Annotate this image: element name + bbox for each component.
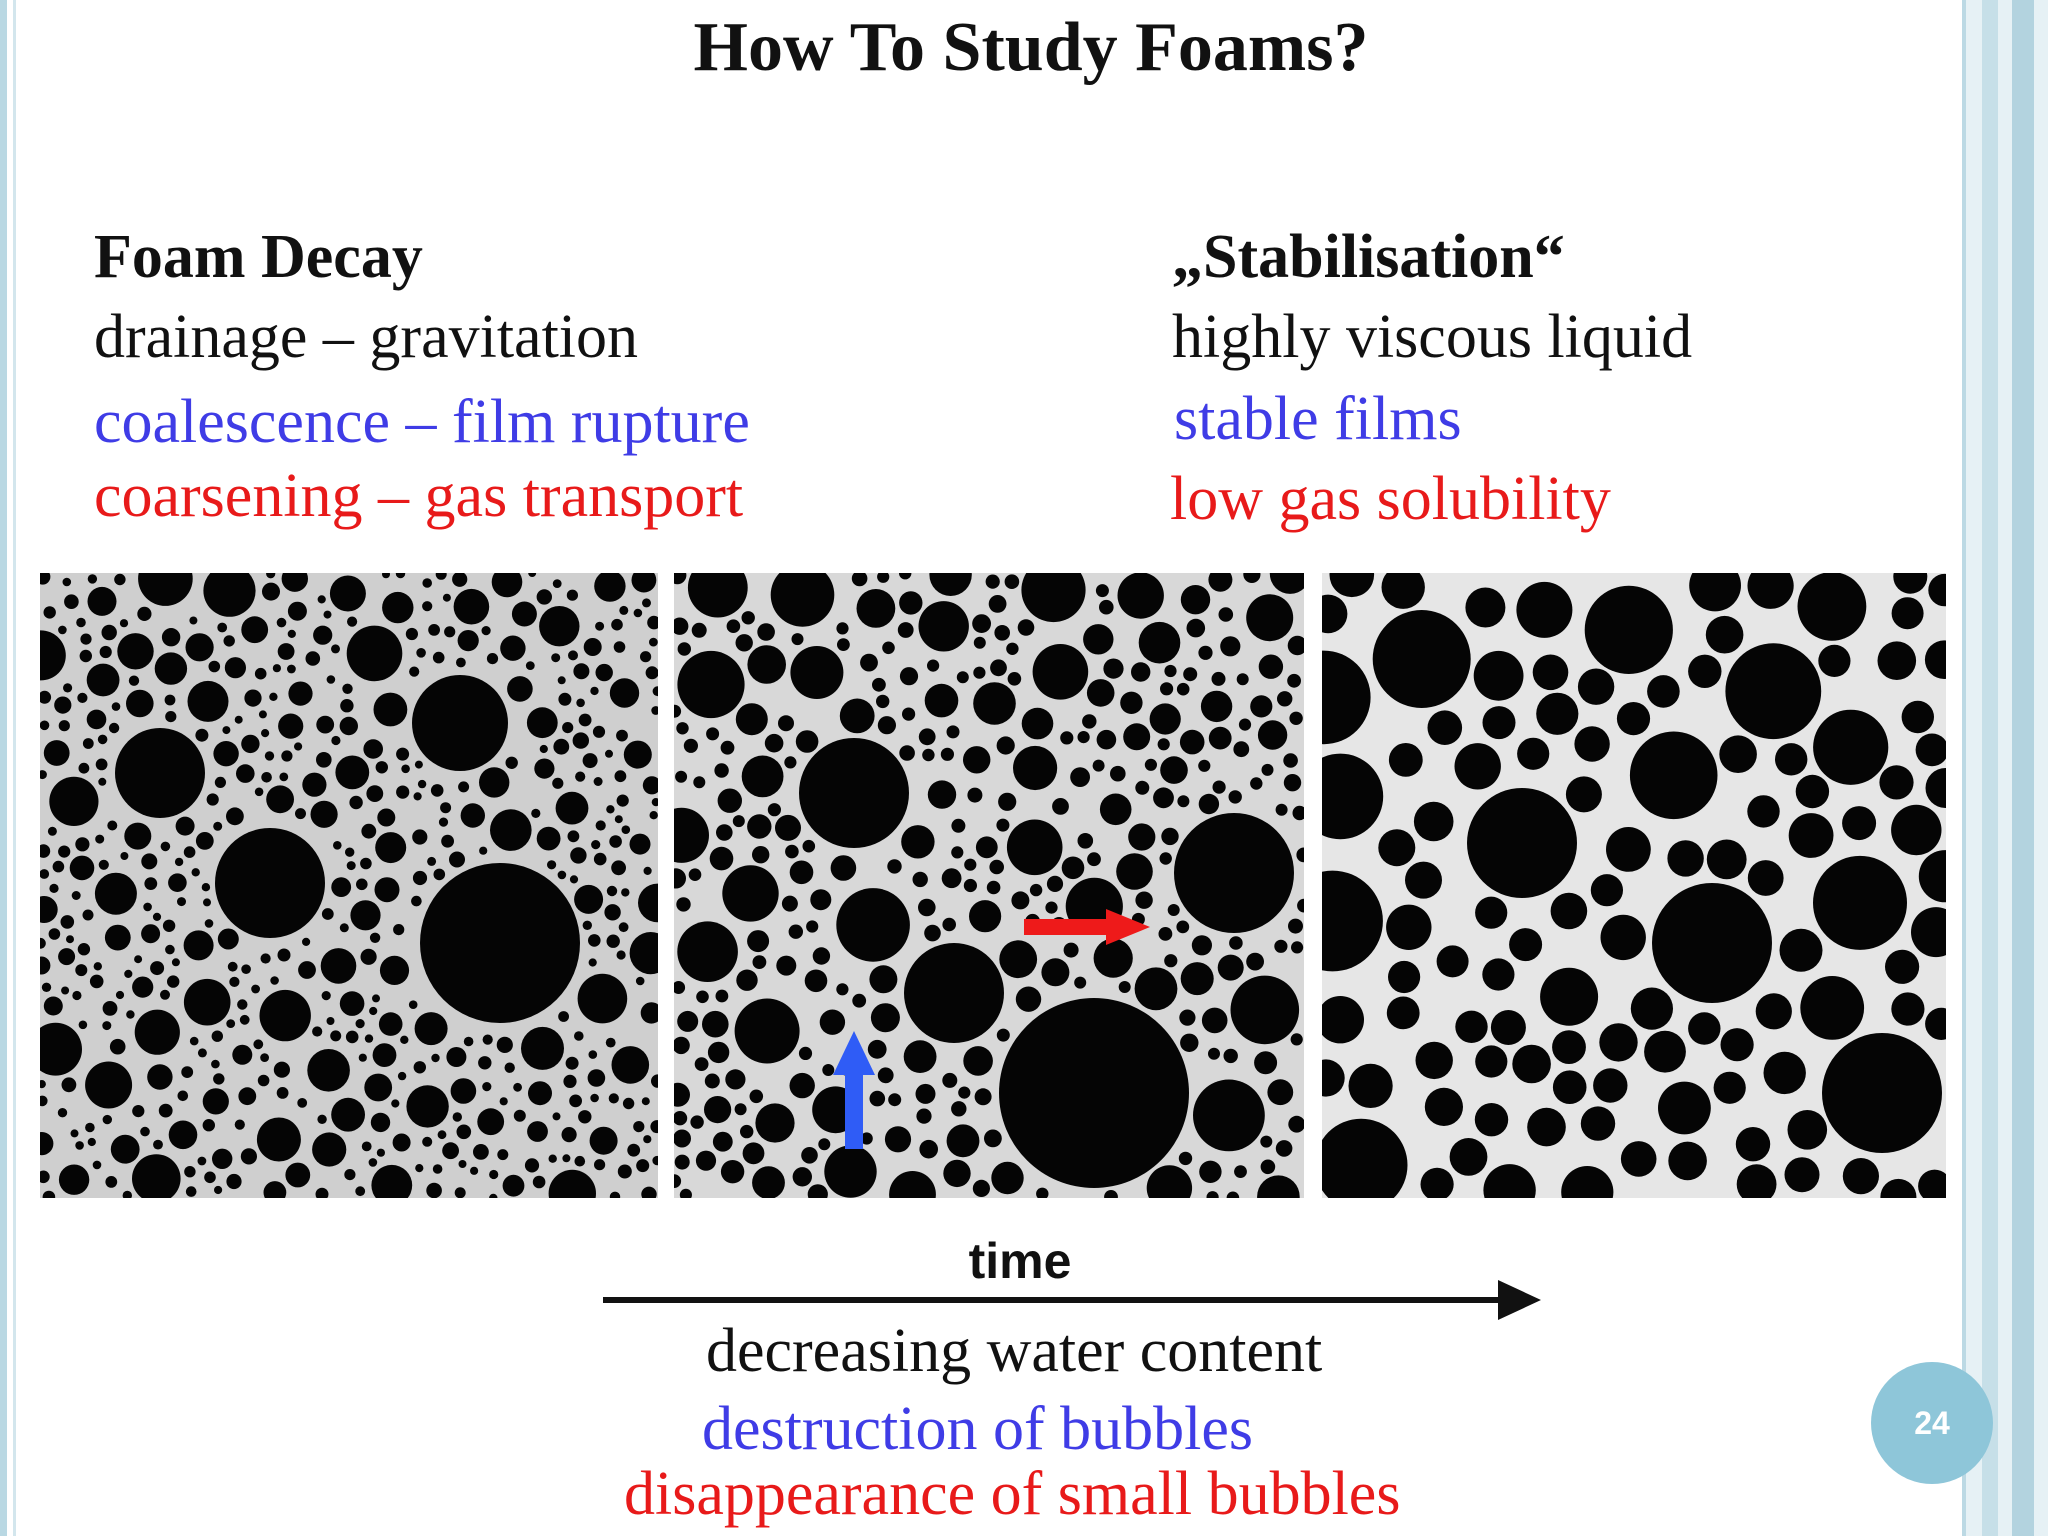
disappearance-line: disappearance of small bubbles	[624, 1460, 1401, 1528]
coalescence-line: coalescence – film rupture	[94, 388, 750, 456]
foam-panel-intermediate	[674, 573, 1304, 1198]
slide-border-right-line-3	[2012, 0, 2034, 1536]
water-content-line: decreasing water content	[706, 1317, 1323, 1385]
time-label: time	[968, 1233, 1072, 1289]
slide-border-left	[0, 0, 7, 1536]
slide-border-right-line-2	[1982, 0, 1998, 1536]
viscous-liquid-line: highly viscous liquid	[1172, 303, 1693, 371]
page-number-badge: 24	[1871, 1362, 1993, 1484]
stable-films-line: stable films	[1174, 385, 1462, 453]
slide-border-right	[1962, 0, 2048, 1536]
foam-decay-heading: Foam Decay	[94, 223, 423, 291]
blue-arrow-icon	[833, 1031, 875, 1149]
gas-solubility-line: low gas solubility	[1170, 465, 1611, 533]
red-arrow-icon	[1024, 909, 1150, 945]
slide-border-right-line-1	[1962, 0, 1966, 1536]
slide-border-left-inner	[13, 0, 16, 1536]
foam-images	[40, 573, 1946, 1198]
foam-panel-wet	[40, 573, 658, 1198]
foam-panel-dry	[1322, 573, 1946, 1198]
time-arrow-icon	[603, 1280, 1541, 1320]
slide-title: How To Study Foams?	[693, 9, 1369, 86]
stabilisation-heading: „Stabilisation“	[1172, 223, 1565, 291]
foam-micrograph-strip	[40, 573, 1946, 1198]
drainage-line: drainage – gravitation	[94, 303, 639, 371]
coarsening-line: coarsening – gas transport	[94, 462, 744, 530]
destruction-line: destruction of bubbles	[702, 1395, 1254, 1463]
